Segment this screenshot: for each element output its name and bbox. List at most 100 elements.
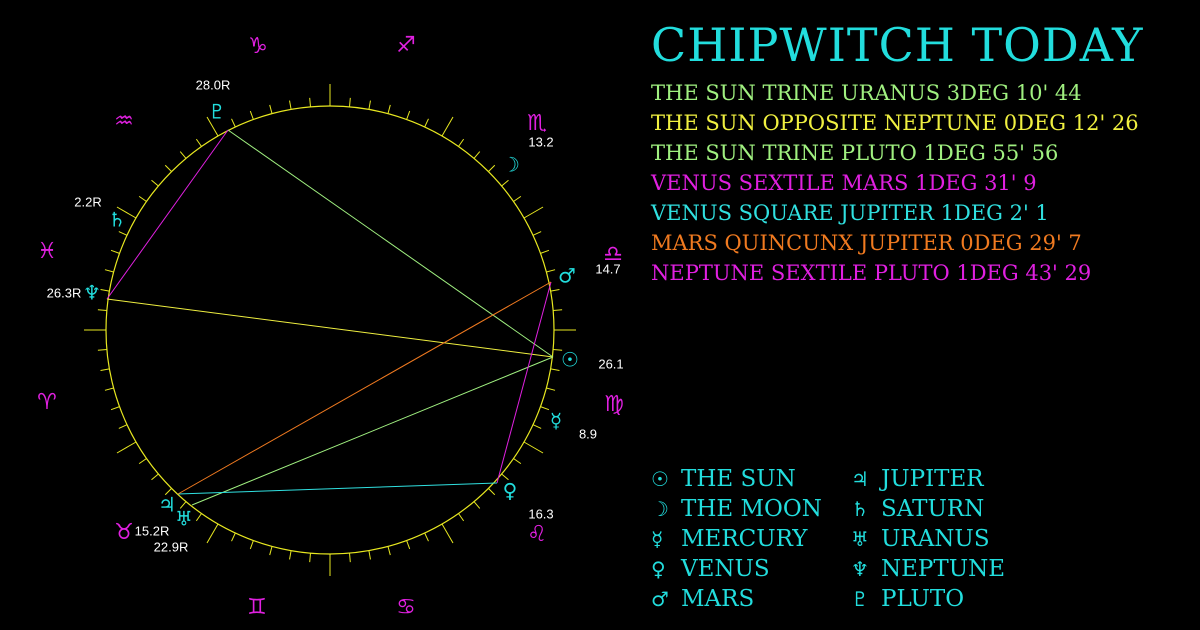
saturn-icon: ♄ bbox=[108, 208, 126, 232]
degree-tick bbox=[97, 309, 107, 311]
degree-tick bbox=[473, 151, 481, 159]
sun-icon: ☉ bbox=[561, 348, 579, 372]
degree-tick bbox=[309, 97, 311, 107]
pluto-icon: ♇ bbox=[208, 100, 226, 124]
degree-tick bbox=[138, 195, 147, 202]
degree-tick bbox=[195, 138, 202, 147]
degree-tick bbox=[179, 501, 187, 509]
neptune-icon: ♆ bbox=[83, 281, 101, 305]
virgo-icon: ♍ bbox=[604, 392, 624, 417]
pisces-icon: ♓ bbox=[37, 239, 57, 264]
aquarius-icon: ♒ bbox=[114, 109, 134, 134]
degree-tick bbox=[249, 110, 254, 120]
degree-tick bbox=[206, 116, 219, 137]
zodiac-ring bbox=[105, 105, 555, 555]
degree-tick bbox=[424, 118, 429, 128]
saturn-icon: ♄ bbox=[851, 497, 869, 521]
degree-tick bbox=[458, 138, 465, 147]
pluto-degree-label: 28.0R bbox=[196, 77, 231, 92]
degree-tick bbox=[116, 206, 137, 219]
aspect-item: MARS QUINCUNX JUPITER 0DEG 29' 7 bbox=[651, 231, 1082, 255]
legend-label: MERCURY bbox=[681, 526, 808, 552]
degree-tick bbox=[179, 151, 187, 159]
capricorn-icon: ♑ bbox=[248, 34, 268, 59]
degree-tick bbox=[540, 406, 550, 411]
neptune-icon: ♆ bbox=[851, 557, 869, 581]
aspect-line-sun-pluto bbox=[227, 129, 554, 358]
degree-tick bbox=[501, 179, 509, 187]
aspect-line-neptune-pluto bbox=[106, 129, 229, 300]
aspect-line-sun-uranus bbox=[191, 356, 554, 506]
degree-tick bbox=[532, 424, 542, 429]
gemini-icon: ♊ bbox=[247, 595, 267, 620]
mercury-degree-label: 8.9 bbox=[579, 426, 597, 441]
legend-item-jupiter: ♃ JUPITER bbox=[851, 466, 984, 492]
degree-tick bbox=[513, 195, 522, 202]
legend-label: JUPITER bbox=[881, 466, 984, 492]
degree-tick bbox=[523, 441, 544, 454]
degree-tick bbox=[532, 231, 542, 236]
scorpio-icon: ♏ bbox=[527, 111, 547, 136]
legend-label: VENUS bbox=[681, 556, 770, 582]
aspect-item: THE SUN OPPOSITE NEPTUNE 0DEG 12' 26 bbox=[651, 111, 1139, 135]
degree-tick bbox=[441, 116, 454, 137]
planet-markers: ♇28.0R☽13.2♄2.2R♂14.7♆26.3R☉26.1☿8.9♀16.… bbox=[47, 77, 624, 554]
degree-tick bbox=[550, 368, 560, 371]
degree-tick bbox=[97, 349, 107, 351]
degree-tick bbox=[387, 546, 391, 556]
aspect-item: THE SUN TRINE PLUTO 1DEG 55' 56 bbox=[651, 141, 1059, 165]
degree-tick bbox=[406, 110, 411, 120]
degree-tick bbox=[269, 546, 273, 556]
aspect-item: VENUS SEXTILE MARS 1DEG 31' 9 bbox=[651, 171, 1037, 195]
aries-icon: ♈ bbox=[37, 390, 57, 415]
aspect-line-venus-jupiter bbox=[177, 482, 498, 495]
legend-label: SATURN bbox=[881, 496, 985, 522]
degree-tick bbox=[118, 424, 128, 429]
aspect-item: NEPTUNE SEXTILE PLUTO 1DEG 43' 29 bbox=[651, 261, 1092, 285]
legend-item-saturn: ♄ SATURN bbox=[851, 496, 984, 522]
degree-tick bbox=[513, 458, 522, 465]
zodiac-signs: ♑♐♏♎♍♌♋♊♉♈♓♒ bbox=[37, 33, 624, 620]
degree-tick bbox=[151, 179, 159, 187]
jupiter-icon: ♃ bbox=[851, 467, 869, 491]
degree-tick bbox=[309, 553, 311, 563]
moon-degree-label: 13.2 bbox=[528, 134, 553, 149]
aspect-list: THE SUN TRINE URANUS 3DEG 10' 44 THE SUN… bbox=[651, 78, 1139, 288]
jupiter-degree-label: 15.2R bbox=[135, 523, 170, 538]
legend-item-uranus: ♅URANUS bbox=[851, 526, 990, 552]
degree-tick bbox=[368, 550, 371, 560]
degree-tick bbox=[151, 473, 159, 481]
moon-icon: ☽ bbox=[502, 153, 520, 177]
legend-item-mercury: ☿MERCURY bbox=[651, 526, 807, 552]
degree-tick bbox=[546, 269, 556, 273]
degree-tick bbox=[195, 513, 202, 522]
aspect-lines bbox=[106, 129, 554, 506]
legend-label: NEPTUNE bbox=[881, 556, 1006, 582]
mars-icon: ♂ bbox=[651, 587, 669, 611]
uranus-icon: ♅ bbox=[851, 527, 869, 551]
degree-tick bbox=[458, 513, 465, 522]
degree-tick bbox=[269, 104, 273, 114]
degree-tick bbox=[110, 249, 120, 254]
degree-tick bbox=[249, 540, 254, 550]
venus-icon: ♀ bbox=[651, 557, 666, 581]
aspect-item: THE SUN TRINE URANUS 3DEG 10' 44 bbox=[651, 81, 1082, 105]
sun-degree-label: 26.1 bbox=[598, 356, 623, 371]
page-title: CHIPWITCH TODAY bbox=[651, 18, 1144, 72]
legend-label: PLUTO bbox=[881, 586, 965, 612]
degree-ticks bbox=[84, 84, 576, 576]
venus-icon: ♀ bbox=[503, 479, 518, 503]
degree-tick bbox=[387, 104, 391, 114]
degree-tick bbox=[540, 249, 550, 254]
legend-item-venus: ♀ VENUS bbox=[651, 556, 770, 582]
venus-degree-label: 16.3 bbox=[528, 506, 553, 521]
degree-tick bbox=[441, 523, 454, 544]
degree-tick bbox=[550, 289, 560, 292]
sun-icon: ☉ bbox=[651, 467, 669, 491]
legend-label: MARS bbox=[681, 586, 755, 612]
moon-icon: ☽ bbox=[651, 497, 669, 521]
degree-tick bbox=[424, 532, 429, 542]
degree-tick bbox=[289, 550, 292, 560]
legend-item-neptune: ♆ NEPTUNE bbox=[851, 556, 1005, 582]
degree-tick bbox=[206, 523, 219, 544]
